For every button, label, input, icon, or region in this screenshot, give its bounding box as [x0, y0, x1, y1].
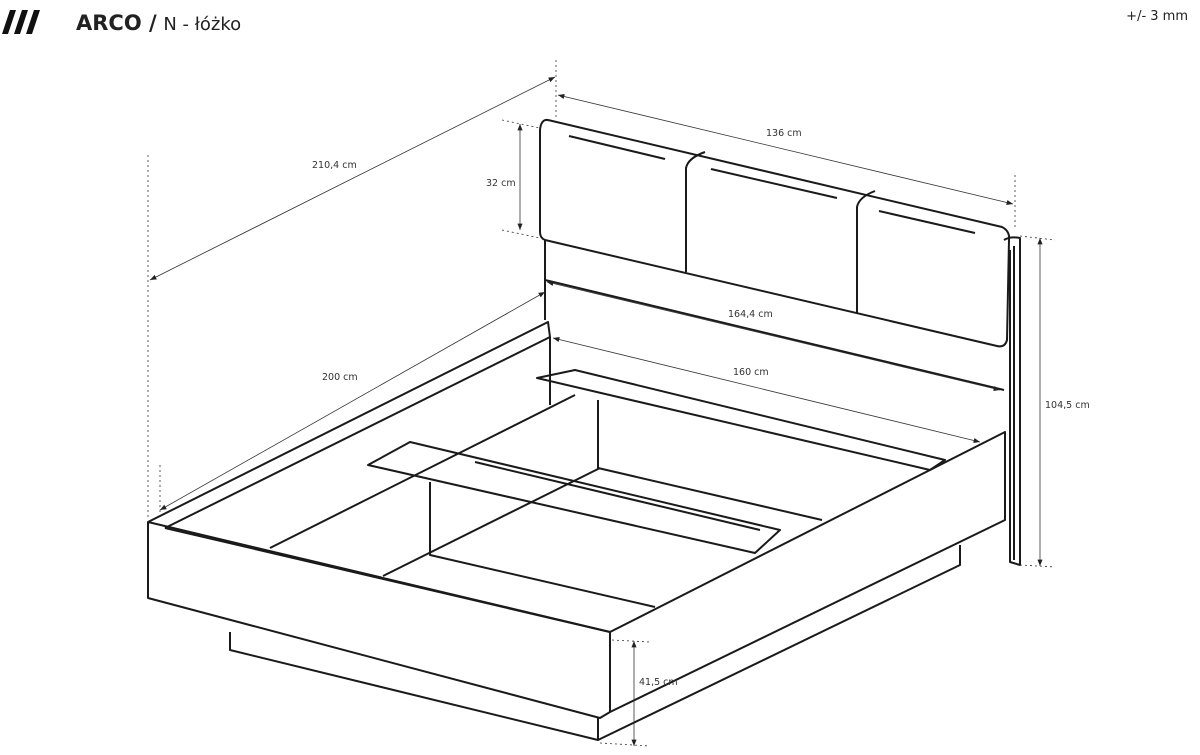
product-name: N - łóżko [163, 14, 242, 35]
dim-total-length: 210,4 cm [149, 76, 556, 281]
brand-logo-icon [2, 10, 40, 34]
dim-label-total-length: 210,4 cm [312, 160, 357, 171]
dim-label-frame-height: 41,5 cm [639, 677, 678, 688]
dim-label-headboard-width: 136 cm [766, 128, 802, 139]
headboard-back [544, 236, 1021, 566]
dimension-guides [147, 60, 1056, 747]
bed-frame [147, 321, 1006, 741]
dim-mattress-length: 200 cm [159, 291, 546, 511]
headboard-cushion [539, 118, 1011, 348]
dim-label-mattress-length: 200 cm [322, 372, 358, 383]
dim-total-height: 104,5 cm [1037, 238, 1090, 566]
dim-headboard-height: 32 cm [486, 124, 523, 230]
dim-headboard-width: 136 cm [557, 94, 1014, 205]
dim-frame-height: 41,5 cm [631, 641, 678, 746]
brand-name: ARCO / [76, 11, 157, 35]
dim-total-width: 164,4 cm [546, 280, 1001, 392]
tolerance-note: +/- 3 mm [1126, 9, 1188, 24]
dim-label-headboard-height: 32 cm [486, 178, 516, 189]
page-title: ARCO / N - łóżko [76, 11, 241, 35]
dim-label-mattress-width: 160 cm [733, 367, 769, 378]
dim-label-total-width: 164,4 cm [728, 309, 773, 320]
dim-label-total-height: 104,5 cm [1045, 400, 1090, 411]
dim-mattress-width: 160 cm [552, 337, 981, 443]
